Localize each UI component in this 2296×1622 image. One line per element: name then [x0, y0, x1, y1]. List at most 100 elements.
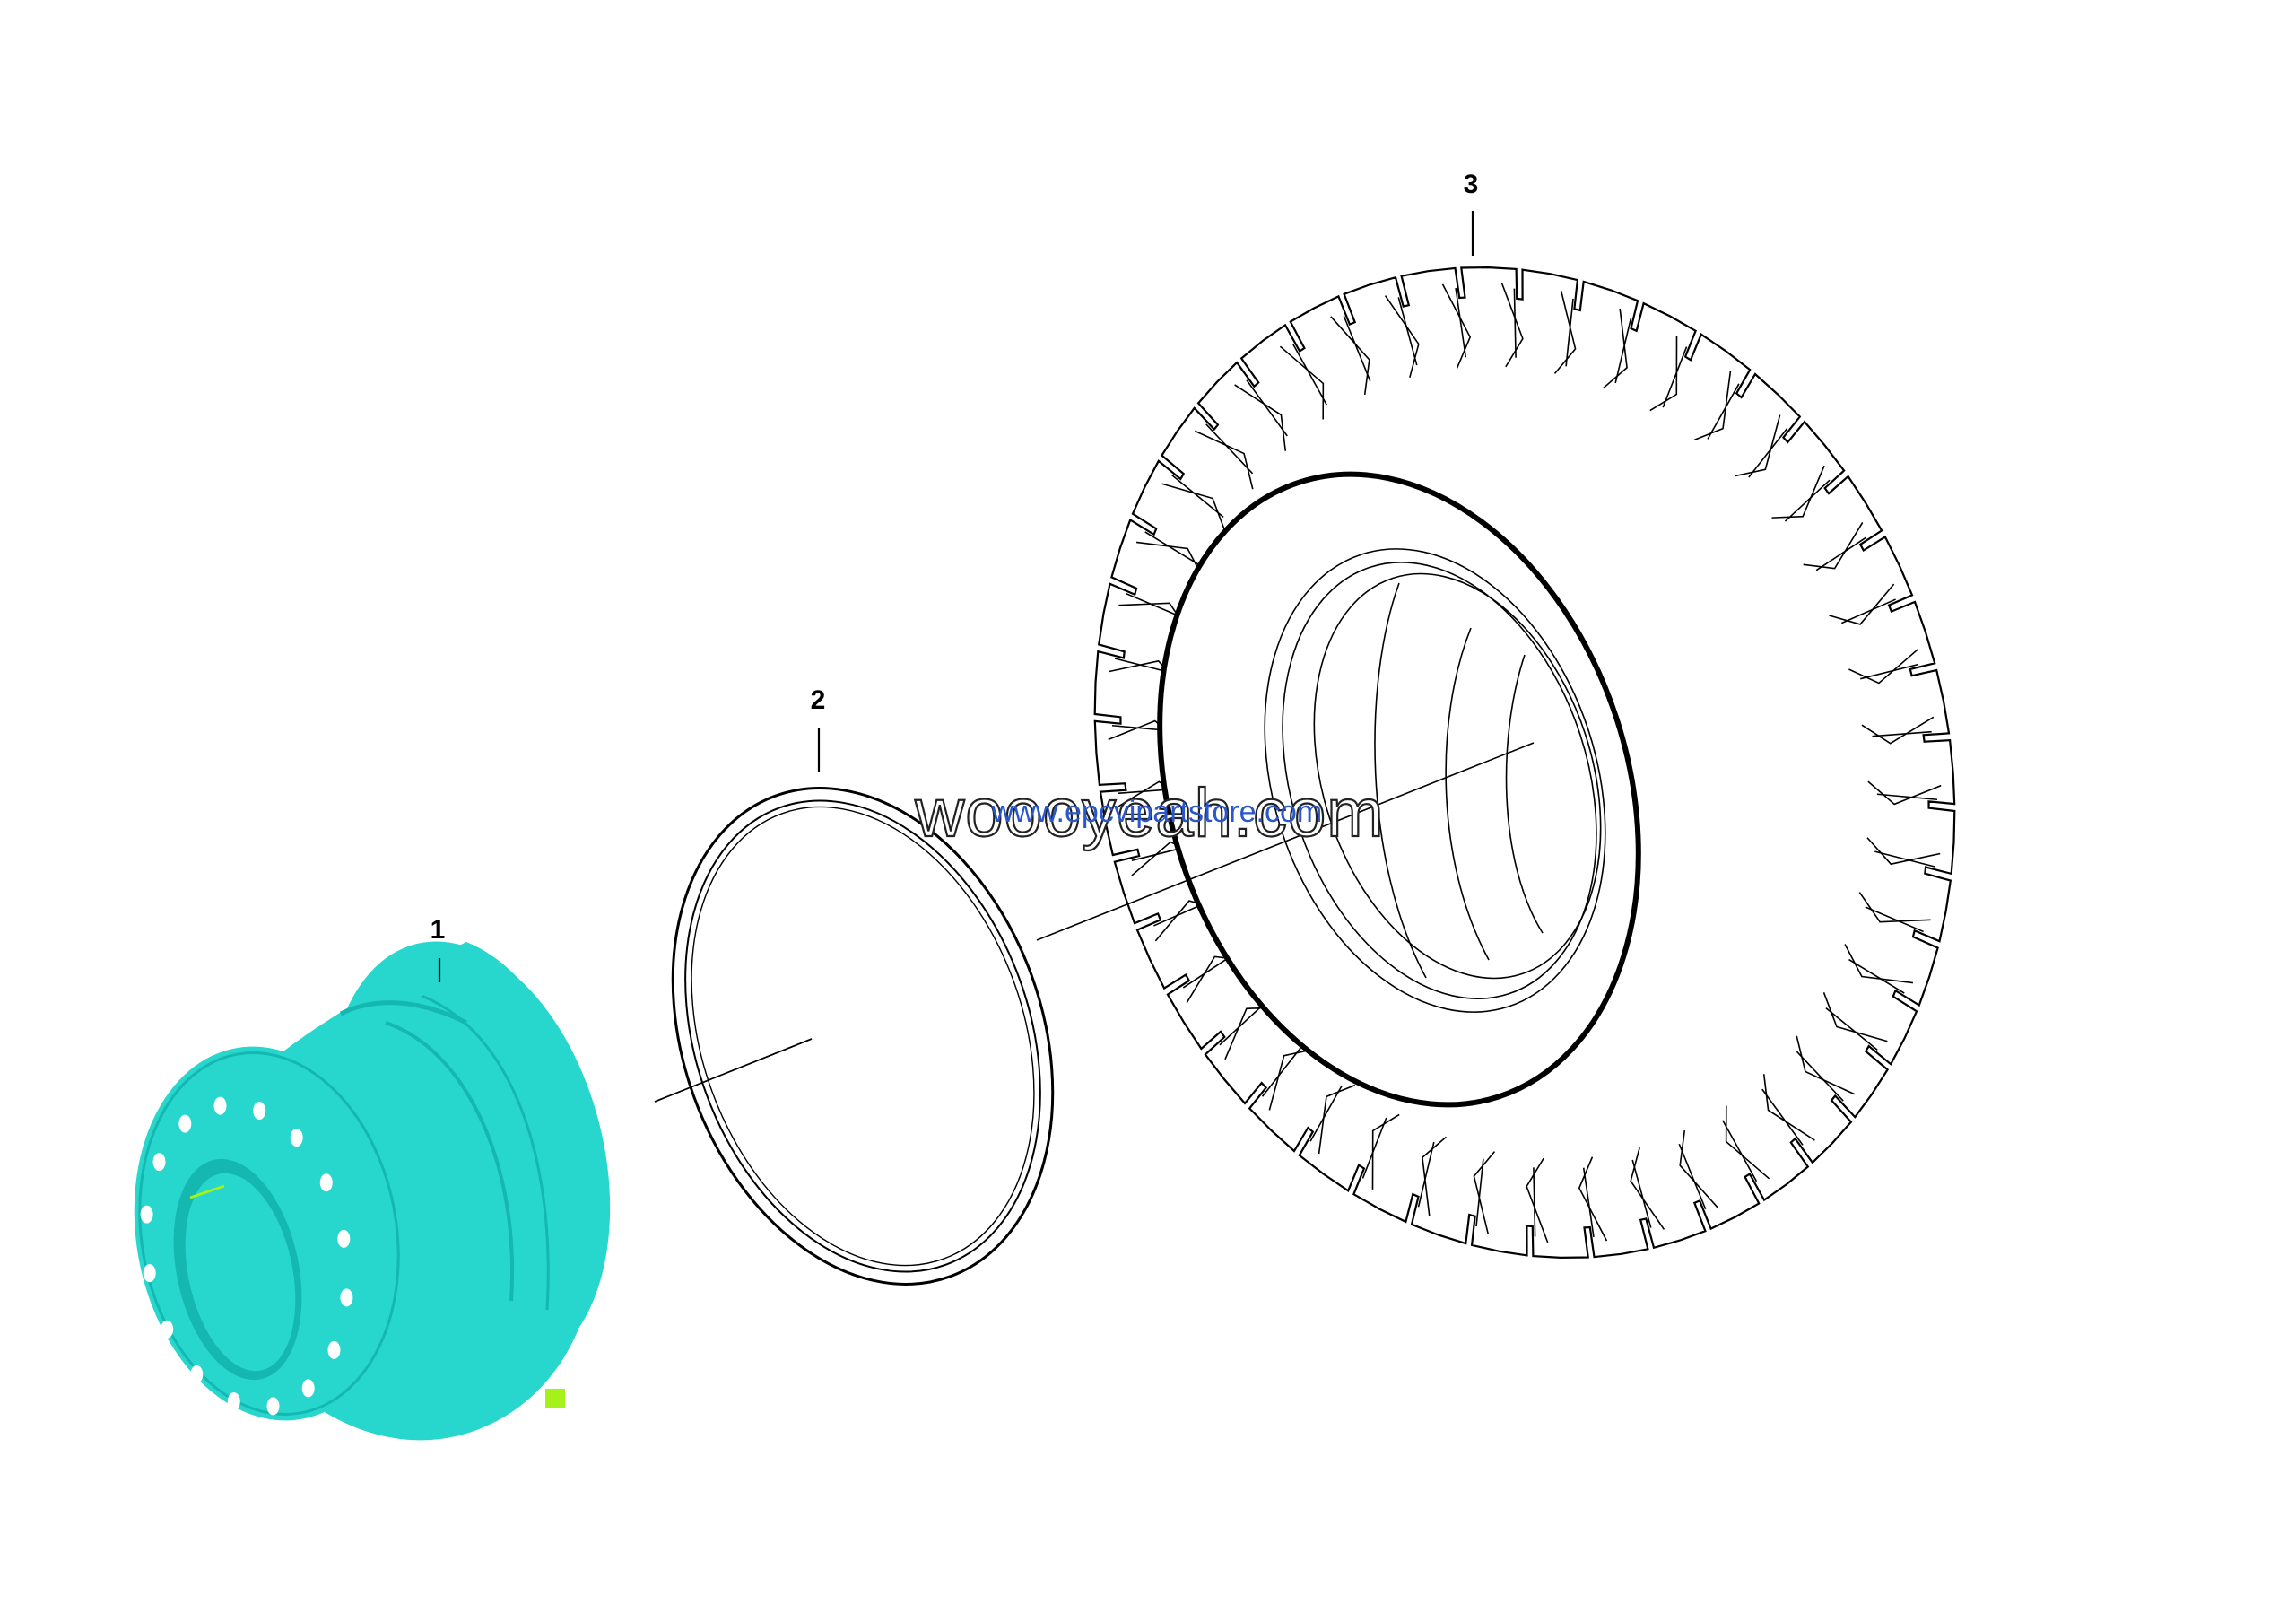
tread-lug	[1330, 316, 1370, 396]
tread-lug-edge	[1144, 531, 1201, 567]
tire-bore-contour	[1445, 627, 1490, 961]
tire-bore-contour	[1374, 582, 1427, 979]
bolt-hole	[301, 1379, 315, 1398]
tire-bore-outer	[1264, 548, 1606, 1013]
tread-lug	[1279, 345, 1325, 420]
bolt-hole	[178, 1114, 192, 1133]
bolt-hole	[161, 1320, 174, 1339]
tread-lug-edge	[1343, 315, 1371, 382]
tread-lug	[1866, 837, 1941, 866]
callout-label-ring: 2	[811, 685, 826, 715]
tread-lug	[1371, 1113, 1400, 1190]
tread-lug	[1867, 780, 1942, 806]
tread-lug-edge	[1848, 958, 1905, 994]
tread-lug-edge	[1582, 1167, 1595, 1237]
tread-lug	[1441, 283, 1472, 369]
rim-front-disc-edge	[138, 1051, 400, 1416]
tread-lug-edge	[1840, 598, 1896, 624]
ring-inner-edge	[684, 799, 1041, 1273]
tread-lug	[1234, 384, 1287, 451]
tread-lug-edge	[1171, 475, 1224, 518]
tread-lug	[1735, 414, 1781, 477]
tread-lug	[1268, 1048, 1315, 1111]
valve-stem	[189, 1184, 225, 1199]
tread-lug-edge	[1865, 906, 1924, 933]
ring-outer-edge	[671, 787, 1055, 1286]
tread-lug-edge	[1417, 1141, 1435, 1208]
tread-lug-edge	[1455, 288, 1467, 358]
tread-lug	[1796, 1035, 1855, 1095]
tread-lug-edge	[1261, 1047, 1301, 1097]
tread-lug	[1771, 465, 1825, 519]
tread-lug-edge	[1872, 730, 1932, 737]
tread-lug	[1649, 336, 1678, 412]
valve-marker	[545, 1389, 565, 1408]
tread-lug-edge	[1707, 383, 1740, 440]
tread-lug-edge	[1825, 1007, 1878, 1051]
bolt-hole	[213, 1096, 227, 1115]
callout-label-rim: 1	[430, 915, 446, 945]
tread-lug-edge	[1475, 1158, 1484, 1227]
tread-lug-edge	[1361, 1117, 1387, 1179]
assembly-axis-line	[1036, 742, 1535, 941]
bead-seat-ring	[671, 787, 1055, 1286]
tread-lug	[1630, 1147, 1665, 1230]
tire-bore-middle	[1282, 562, 1597, 999]
bolt-hole	[319, 1173, 333, 1192]
bolt-hole	[290, 1129, 303, 1147]
tread-lug-edge	[1722, 1120, 1758, 1182]
tread-lug-edge	[1748, 428, 1788, 478]
tread-lug-edge	[1126, 592, 1185, 619]
tread-lug-edge	[1565, 298, 1574, 367]
tread-lug	[1318, 1084, 1356, 1155]
tread-lug	[1762, 1074, 1815, 1141]
tread-lug-edge	[1614, 318, 1632, 384]
tread-lug	[1803, 522, 1864, 570]
tread-lug	[1603, 308, 1628, 389]
tire	[1093, 266, 1956, 1260]
tread-lug-edge	[1662, 346, 1688, 408]
tread-lug	[1858, 892, 1931, 923]
tread-lug	[1553, 291, 1577, 374]
tread-lug	[1473, 1151, 1496, 1234]
bolt-hole	[340, 1288, 353, 1307]
tread-lug	[1725, 1105, 1770, 1180]
tread-lug	[1861, 716, 1935, 745]
tread-lug-edge	[1631, 1159, 1652, 1228]
tread-lug	[1526, 1157, 1549, 1243]
tread-lug	[1422, 1136, 1447, 1217]
tread-lug-edge	[1860, 663, 1918, 680]
tread-lug-edge	[1205, 423, 1254, 475]
tire-bore-inner	[1313, 572, 1602, 980]
tread-lug-edge	[1815, 536, 1867, 571]
tread-lug-edge	[1876, 793, 1938, 801]
tire-tread-outline	[1093, 266, 1956, 1260]
assembly-axis-line	[654, 1038, 813, 1103]
bolt-hole	[190, 1365, 204, 1383]
tread-lug-edge	[1246, 379, 1288, 437]
tread-lug-edge	[1292, 343, 1327, 406]
tread-lug	[1693, 371, 1732, 441]
bolt-hole	[266, 1397, 280, 1416]
tread-lug-edge	[1513, 288, 1517, 358]
tread-lug	[1829, 583, 1895, 625]
tread-lug	[1161, 483, 1227, 533]
ring-face	[691, 806, 1035, 1267]
tire-sidewall-bead	[1157, 471, 1641, 1108]
bolt-hole	[337, 1229, 351, 1248]
tread-lug-edge	[1761, 1088, 1804, 1146]
tread-lug-edge	[1219, 1003, 1265, 1046]
tread-lug	[1578, 1156, 1608, 1242]
tread-lug	[1500, 282, 1524, 368]
bolt-hole	[143, 1264, 156, 1283]
tread-lug-edge	[1874, 850, 1935, 868]
tread-lug-edge	[1796, 1051, 1844, 1102]
tire-bore-contour	[1505, 654, 1544, 934]
tread-lug-edge	[1309, 1086, 1343, 1142]
tread-lug	[1679, 1129, 1719, 1209]
bolt-hole	[327, 1340, 341, 1359]
tread-lug	[1822, 992, 1888, 1042]
callout-3: 3	[1464, 170, 1478, 256]
tread-lug-edge	[1397, 297, 1418, 366]
